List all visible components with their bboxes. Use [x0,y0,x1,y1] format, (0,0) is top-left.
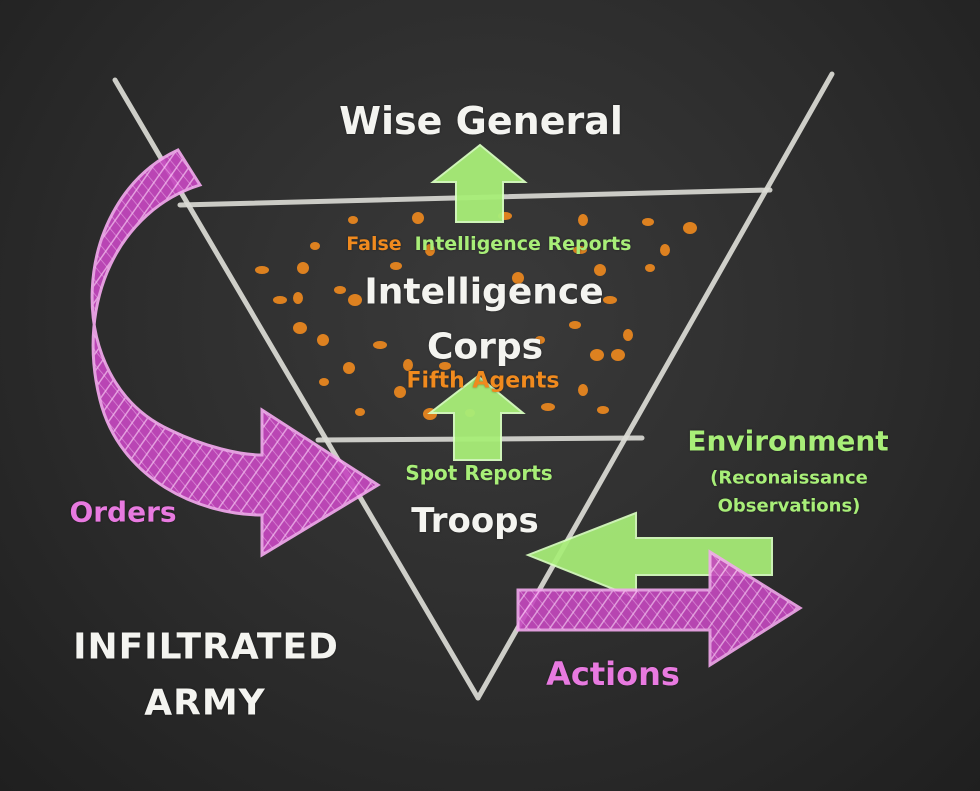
green-up-arrow-middle [427,374,526,461]
orange-dot [578,384,588,396]
orange-dot [642,218,654,226]
orange-dot [297,262,309,274]
orange-dot [348,294,362,306]
environment-sub1-label: (Reconaissance [710,467,868,489]
false-label: False [346,233,402,255]
infiltrated-label: INFILTRATED [73,626,339,668]
orange-dot [273,296,287,304]
orange-dot [255,266,269,274]
green-up-arrow-top [430,143,528,223]
orange-dot [403,359,413,371]
orange-dot [535,336,545,344]
orange-dot [541,403,555,411]
orange-dot [343,362,355,374]
orange-dot [603,296,617,304]
orange-dot [660,244,670,256]
orange-dot [373,341,387,349]
corps-label: Corps [426,326,544,368]
orange-dot [623,329,633,341]
intelligence-label: Intelligence [364,271,604,313]
environment-sub2-label: Observations) [717,495,861,517]
false-intelligence-dots [255,212,697,420]
orange-dot [439,362,451,370]
orange-dot [590,349,604,361]
orange-dot [293,322,307,334]
orange-dot [425,244,435,256]
orange-dot [578,214,588,226]
environment-label: Environment [687,424,889,458]
orange-dot [512,272,524,284]
orange-dot [597,406,609,414]
orange-dot [645,264,655,272]
intelligence-reports-label: Intelligence Reports [414,233,632,255]
orange-dot [683,222,697,234]
spot-reports-label: Spot Reports [405,461,553,485]
army-label: ARMY [144,682,266,724]
orange-dot [310,242,320,250]
orange-dot [594,264,606,276]
orange-dot [348,216,358,224]
orders-label: Orders [69,495,177,529]
orange-dot [319,378,329,386]
fifth-agents-label: Fifth Agents [406,368,560,394]
orange-dot [355,408,365,416]
wise-general-title: Wise General [339,99,623,143]
actions-label: Actions [546,655,680,693]
troops-label: Troops [411,501,539,541]
orange-dot [412,212,424,224]
orange-dot [611,349,625,361]
orange-dot [390,262,402,270]
orange-dot [573,246,587,254]
orange-dot [334,286,346,294]
orange-dot [293,292,303,304]
orange-dot [394,386,406,398]
orange-dot [317,334,329,346]
orange-dot [569,321,581,329]
